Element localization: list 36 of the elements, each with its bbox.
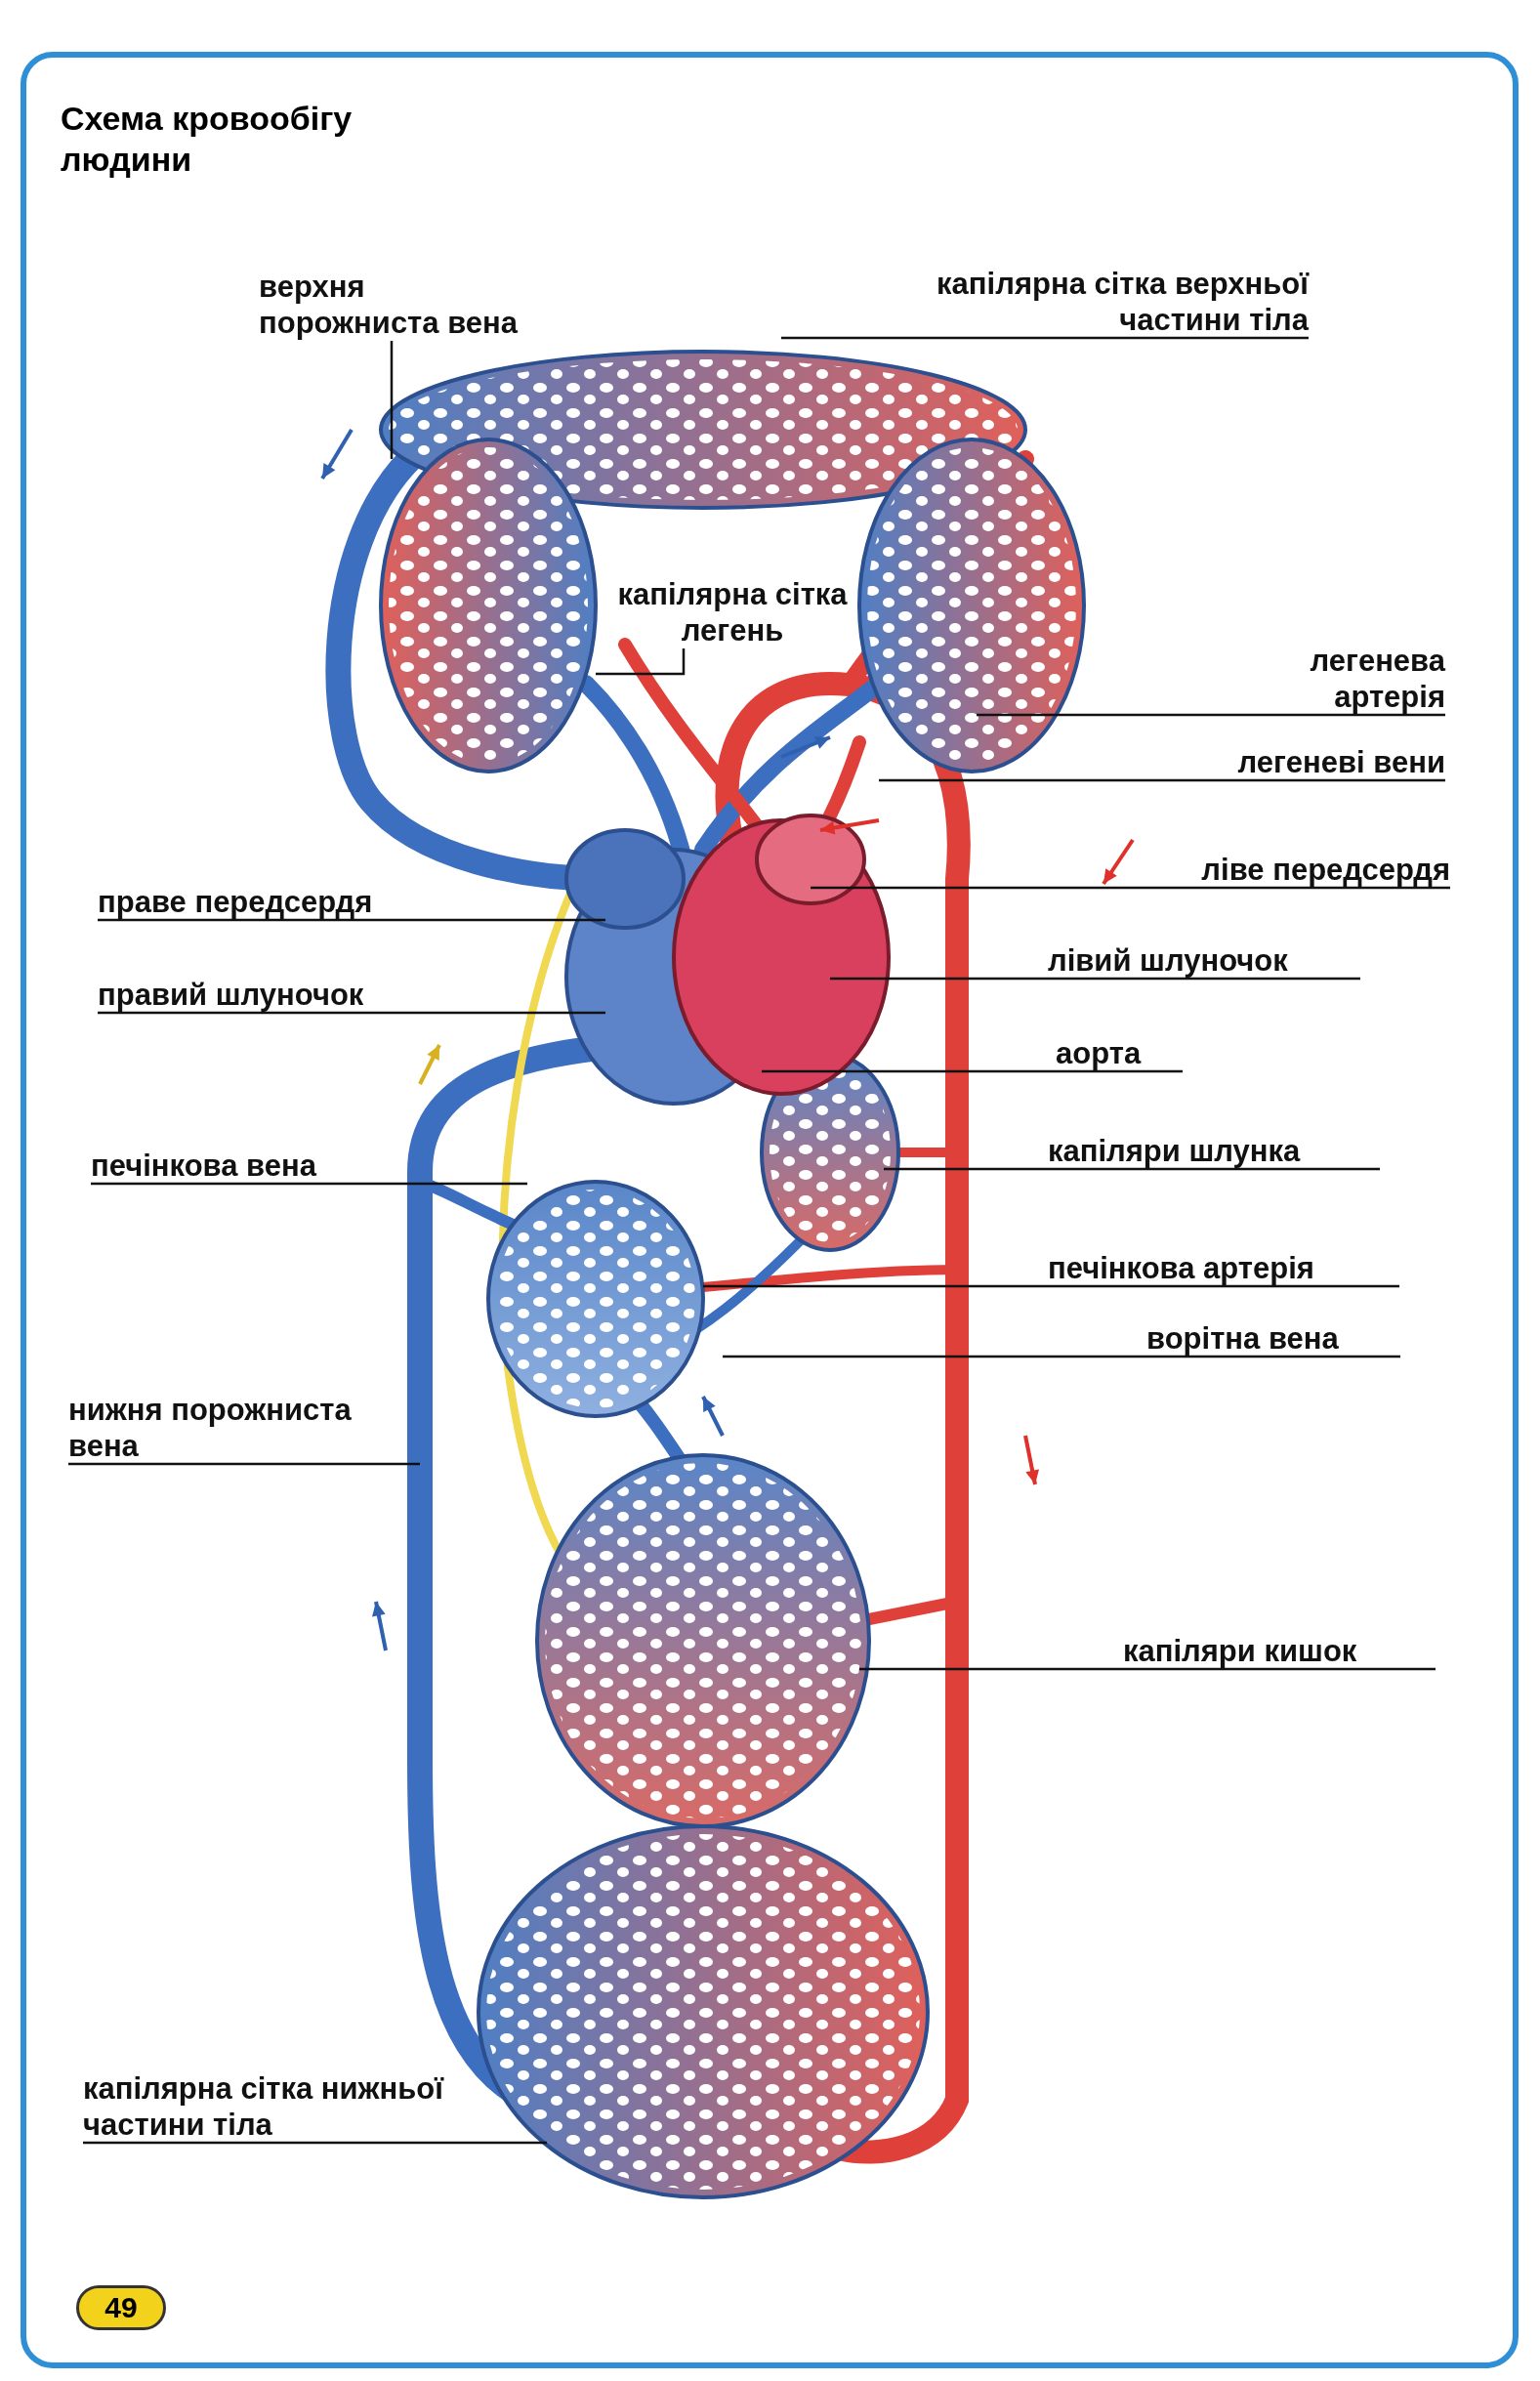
leader-line — [68, 1462, 420, 1466]
leader-line — [703, 1284, 1399, 1288]
leader-line — [884, 1167, 1380, 1171]
leader-line — [390, 341, 394, 459]
structure-label: ворітна вена — [1146, 1320, 1400, 1357]
title: Схема кровообігу людини — [61, 99, 354, 180]
leader-line — [723, 1355, 1400, 1358]
leader-line — [596, 648, 686, 676]
structure-label: нижня порожниста вена — [68, 1392, 400, 1464]
structure-label: капіляри кишок — [1123, 1633, 1436, 1669]
structure-label: капілярна сітка нижньої частини тіла — [83, 2070, 513, 2143]
leader-line — [762, 1069, 1183, 1073]
leader-line — [977, 713, 1445, 717]
structure-label: легенева артерія — [1250, 643, 1445, 715]
page-number: 49 — [76, 2285, 166, 2330]
leader-line — [830, 977, 1360, 981]
leader-line — [98, 1011, 605, 1015]
structure-label: печінкова артерія — [1048, 1250, 1399, 1286]
structure-label: праве передсердя — [98, 884, 449, 920]
leader-line — [811, 886, 1450, 890]
structure-label: правий шлуночок — [98, 977, 449, 1013]
leader-line — [859, 1667, 1436, 1671]
structure-label: лівий шлуночок — [1048, 942, 1360, 979]
structure-label: ліве передсердя — [1113, 852, 1450, 888]
leader-line — [781, 336, 1309, 340]
structure-label: печінкова вена — [91, 1148, 403, 1184]
structure-label: легеневі вени — [1143, 744, 1445, 780]
structure-label: аорта — [1056, 1035, 1183, 1071]
structure-label: капіляри шлунка — [1048, 1133, 1380, 1169]
leader-line — [879, 778, 1445, 782]
leader-line — [91, 1182, 527, 1186]
leader-line — [98, 918, 605, 922]
leader-line — [83, 2141, 547, 2145]
structure-label: верхня порожниста вена — [259, 269, 552, 341]
structure-label: капілярна сітка легень — [615, 576, 850, 648]
structure-label: капілярна сітка верхньої частини тіла — [879, 266, 1309, 338]
